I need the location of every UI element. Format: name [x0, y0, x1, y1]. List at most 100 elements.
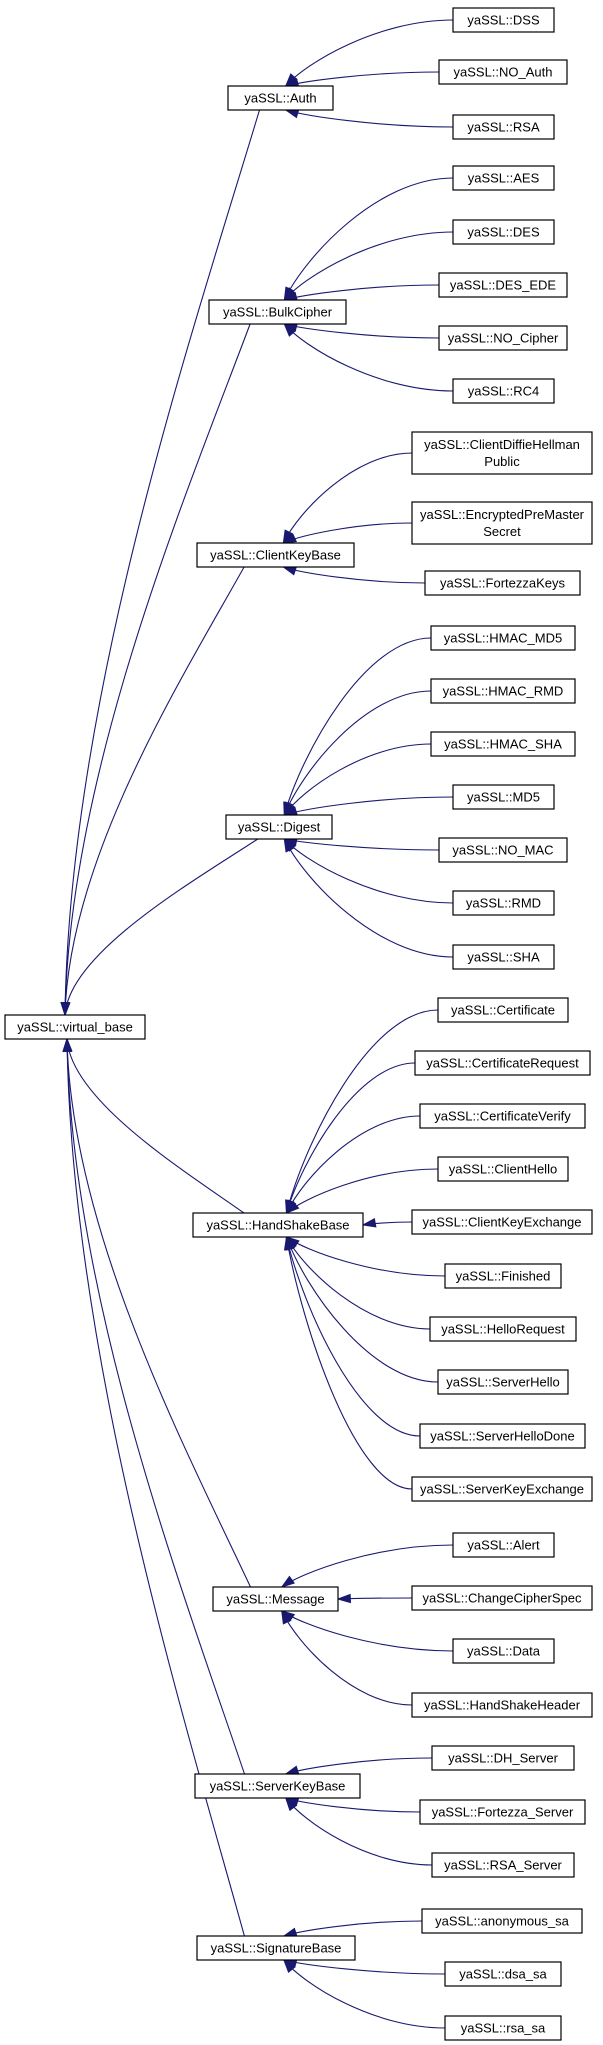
edge-dh-server-to-server-key-base	[284, 1757, 433, 1775]
edge-line	[286, 1236, 446, 1277]
edge-no-cipher-to-bulk-cipher	[282, 322, 440, 339]
class-node-dh-server[interactable]: yaSSL::DH_Server	[431, 1745, 575, 1771]
class-label: yaSSL::HelloRequest	[441, 1322, 565, 1337]
class-node-alert[interactable]: yaSSL::Alert	[452, 1532, 555, 1558]
class-node-digest[interactable]: yaSSL::Digest	[225, 814, 333, 840]
class-node-hmac-rmd[interactable]: yaSSL::HMAC_RMD	[430, 678, 576, 704]
class-box	[411, 1692, 593, 1718]
class-node-auth[interactable]: yaSSL::Auth	[227, 85, 334, 111]
arrow-head	[281, 1609, 292, 1625]
edge-no-auth-to-auth	[284, 71, 440, 88]
class-node-server-hello-done[interactable]: yaSSL::ServerHelloDone	[419, 1423, 586, 1449]
class-node-rsa-server[interactable]: yaSSL::RSA_Server	[431, 1852, 575, 1878]
class-label: yaSSL::ServerKeyExchange	[420, 1482, 584, 1497]
edge-line	[283, 1959, 446, 1975]
edge-line	[66, 1038, 246, 1775]
arrow-head	[284, 1765, 300, 1775]
class-node-signature-base[interactable]: yaSSL::SignatureBase	[196, 1935, 356, 1961]
class-node-fortezza-keys[interactable]: yaSSL::FortezzaKeys	[424, 570, 581, 596]
class-node-server-key-base[interactable]: yaSSL::ServerKeyBase	[194, 1773, 361, 1799]
class-label: yaSSL::DES	[467, 225, 540, 240]
class-label: yaSSL::AES	[468, 171, 540, 186]
class-label: yaSSL::virtual_base	[17, 1020, 133, 1035]
class-node-sha[interactable]: yaSSL::SHA	[452, 944, 555, 970]
class-label: yaSSL::SHA	[467, 950, 540, 965]
class-node-dss[interactable]: yaSSL::DSS	[452, 7, 555, 33]
edge-line	[283, 838, 454, 904]
class-node-hmac-md5[interactable]: yaSSL::HMAC_MD5	[430, 625, 576, 651]
edge-signature-base-to-virtual-base	[62, 1037, 245, 1937]
class-box	[452, 219, 555, 245]
class-node-client-key-base[interactable]: yaSSL::ClientKeyBase	[196, 542, 355, 568]
class-node-aes[interactable]: yaSSL::AES	[452, 165, 555, 191]
class-label: yaSSL::HMAC_RMD	[443, 684, 564, 699]
class-node-client-key-exchange[interactable]: yaSSL::ClientKeyExchange	[411, 1209, 593, 1235]
arrow-head	[283, 837, 295, 853]
class-box	[419, 1799, 586, 1825]
class-node-rc4[interactable]: yaSSL::RC4	[452, 378, 555, 404]
class-node-dsa-sa[interactable]: yaSSL::dsa_sa	[444, 1961, 562, 1987]
edge-line	[285, 1757, 433, 1775]
class-node-hand-shake-base[interactable]: yaSSL::HandShakeBase	[192, 1212, 364, 1238]
edge-hmac-md5-to-digest	[283, 637, 432, 817]
class-node-certificate[interactable]: yaSSL::Certificate	[437, 997, 569, 1023]
class-label: yaSSL::Certificate	[451, 1003, 555, 1018]
class-node-anonymous-sa[interactable]: yaSSL::anonymous_sa	[421, 1908, 583, 1934]
class-node-message[interactable]: yaSSL::Message	[212, 1586, 339, 1612]
class-box	[414, 1050, 591, 1076]
class-box	[437, 997, 569, 1023]
edge-line	[283, 323, 454, 392]
class-node-hmac-sha[interactable]: yaSSL::HMAC_SHA	[430, 731, 576, 757]
edge-line	[66, 1038, 251, 1588]
edge-line	[283, 177, 454, 301]
class-node-des[interactable]: yaSSL::DES	[452, 219, 555, 245]
class-node-hand-shake-header[interactable]: yaSSL::HandShakeHeader	[411, 1692, 593, 1718]
class-node-finished[interactable]: yaSSL::Finished	[444, 1263, 562, 1289]
class-node-rmd[interactable]: yaSSL::RMD	[452, 890, 555, 916]
class-node-no-auth[interactable]: yaSSL::NO_Auth	[438, 59, 568, 85]
class-node-virtual-base[interactable]: yaSSL::virtual_base	[4, 1014, 146, 1040]
edge-line	[64, 838, 259, 1016]
class-label: yaSSL::CertificateVerify	[434, 1109, 571, 1124]
class-label: yaSSL::Digest	[238, 820, 321, 835]
class-box	[196, 1935, 356, 1961]
class-box	[452, 165, 555, 191]
class-node-server-hello[interactable]: yaSSL::ServerHello	[437, 1369, 569, 1395]
class-box	[430, 678, 576, 704]
edge-rsa-server-to-server-key-base	[284, 1796, 433, 1866]
class-label: yaSSL::ServerHello	[446, 1375, 559, 1390]
class-node-hello-request[interactable]: yaSSL::HelloRequest	[429, 1316, 577, 1342]
arrow-head	[62, 1037, 72, 1052]
class-node-md5[interactable]: yaSSL::MD5	[452, 784, 555, 810]
class-label: yaSSL::HMAC_SHA	[444, 737, 562, 752]
class-node-data[interactable]: yaSSL::Data	[452, 1638, 555, 1664]
class-box	[438, 325, 568, 351]
arrow-head	[284, 109, 300, 119]
class-node-server-key-exchange[interactable]: yaSSL::ServerKeyExchange	[411, 1476, 593, 1502]
class-box	[411, 1209, 593, 1235]
class-label: yaSSL::DES_EDE	[450, 278, 557, 293]
class-node-rsa[interactable]: yaSSL::RSA	[452, 114, 555, 140]
class-node-no-cipher[interactable]: yaSSL::NO_Cipher	[438, 325, 568, 351]
class-node-change-cipher-spec[interactable]: yaSSL::ChangeCipherSpec	[411, 1585, 593, 1611]
arrow-head	[282, 1958, 296, 1973]
class-node-des-ede[interactable]: yaSSL::DES_EDE	[438, 272, 568, 298]
class-label: yaSSL::RMD	[466, 896, 541, 911]
arrow-head	[283, 322, 297, 337]
class-node-bulk-cipher[interactable]: yaSSL::BulkCipher	[208, 299, 347, 325]
class-node-certificate-verify[interactable]: yaSSL::CertificateVerify	[419, 1103, 586, 1129]
class-node-fortezza-server[interactable]: yaSSL::Fortezza_Server	[419, 1799, 586, 1825]
class-box	[452, 114, 555, 140]
class-node-rsa-sa[interactable]: yaSSL::rsa_sa	[444, 2015, 562, 2041]
class-node-client-hello[interactable]: yaSSL::ClientHello	[437, 1156, 569, 1182]
class-node-certificate-request[interactable]: yaSSL::CertificateRequest	[414, 1050, 591, 1076]
edge-rsa-sa-to-signature-base	[282, 1958, 446, 2029]
edge-line	[285, 1797, 421, 1813]
class-label: yaSSL::DSS	[467, 13, 540, 28]
edge-line	[64, 109, 261, 1016]
class-node-no-mac[interactable]: yaSSL::NO_MAC	[438, 837, 568, 863]
edge-des-to-bulk-cipher	[283, 231, 454, 302]
